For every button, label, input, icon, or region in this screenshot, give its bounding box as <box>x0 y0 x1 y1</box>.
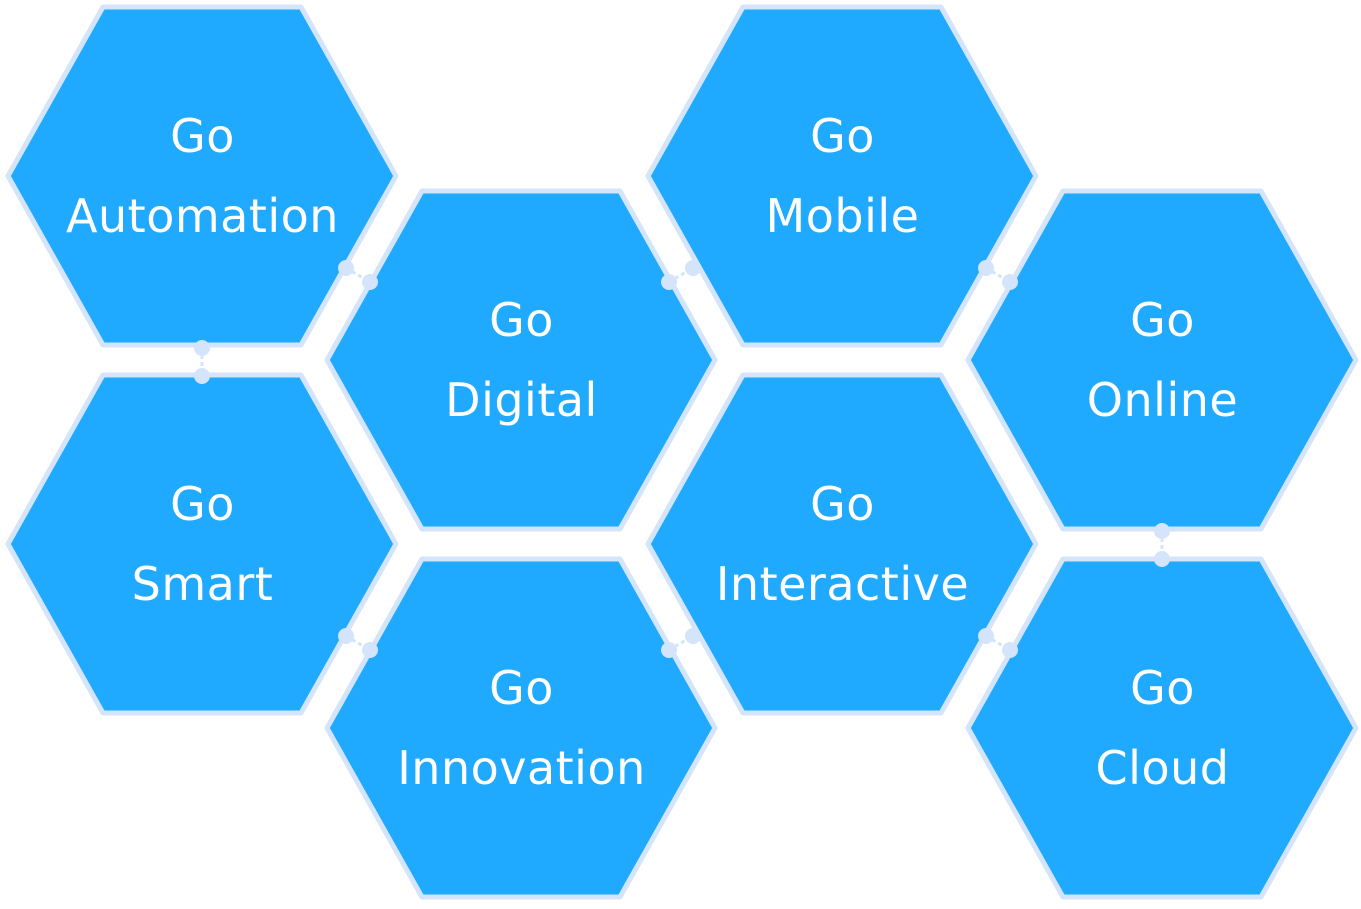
connector-dot-icon <box>978 628 994 644</box>
hexagon-innovation <box>324 556 718 900</box>
connector-dot-icon <box>362 274 378 290</box>
connector-dot-icon <box>194 340 210 356</box>
hexagon-digital <box>324 188 718 532</box>
connector-dot-icon <box>362 642 378 658</box>
connector-dot-icon <box>1154 551 1170 567</box>
connector-dot-icon <box>1002 642 1018 658</box>
connector-dot-icon <box>661 274 677 290</box>
connector-dot-icon <box>661 642 677 658</box>
connector-dot-icon <box>685 628 701 644</box>
hexagon-online <box>965 188 1359 532</box>
connector-dot-icon <box>978 260 994 276</box>
connector-dot-icon <box>338 628 354 644</box>
connector-dot-icon <box>338 260 354 276</box>
hexagon-smart <box>5 372 399 716</box>
hexagon-interactive <box>645 372 1039 716</box>
hexagon-automation <box>5 4 399 348</box>
hexagon-cloud <box>965 556 1359 900</box>
connector-dot-icon <box>685 260 701 276</box>
connector-dot-icon <box>1002 274 1018 290</box>
connector-dot-icon <box>194 368 210 384</box>
hexagon-mobile <box>645 4 1039 348</box>
connector-dot-icon <box>1154 523 1170 539</box>
